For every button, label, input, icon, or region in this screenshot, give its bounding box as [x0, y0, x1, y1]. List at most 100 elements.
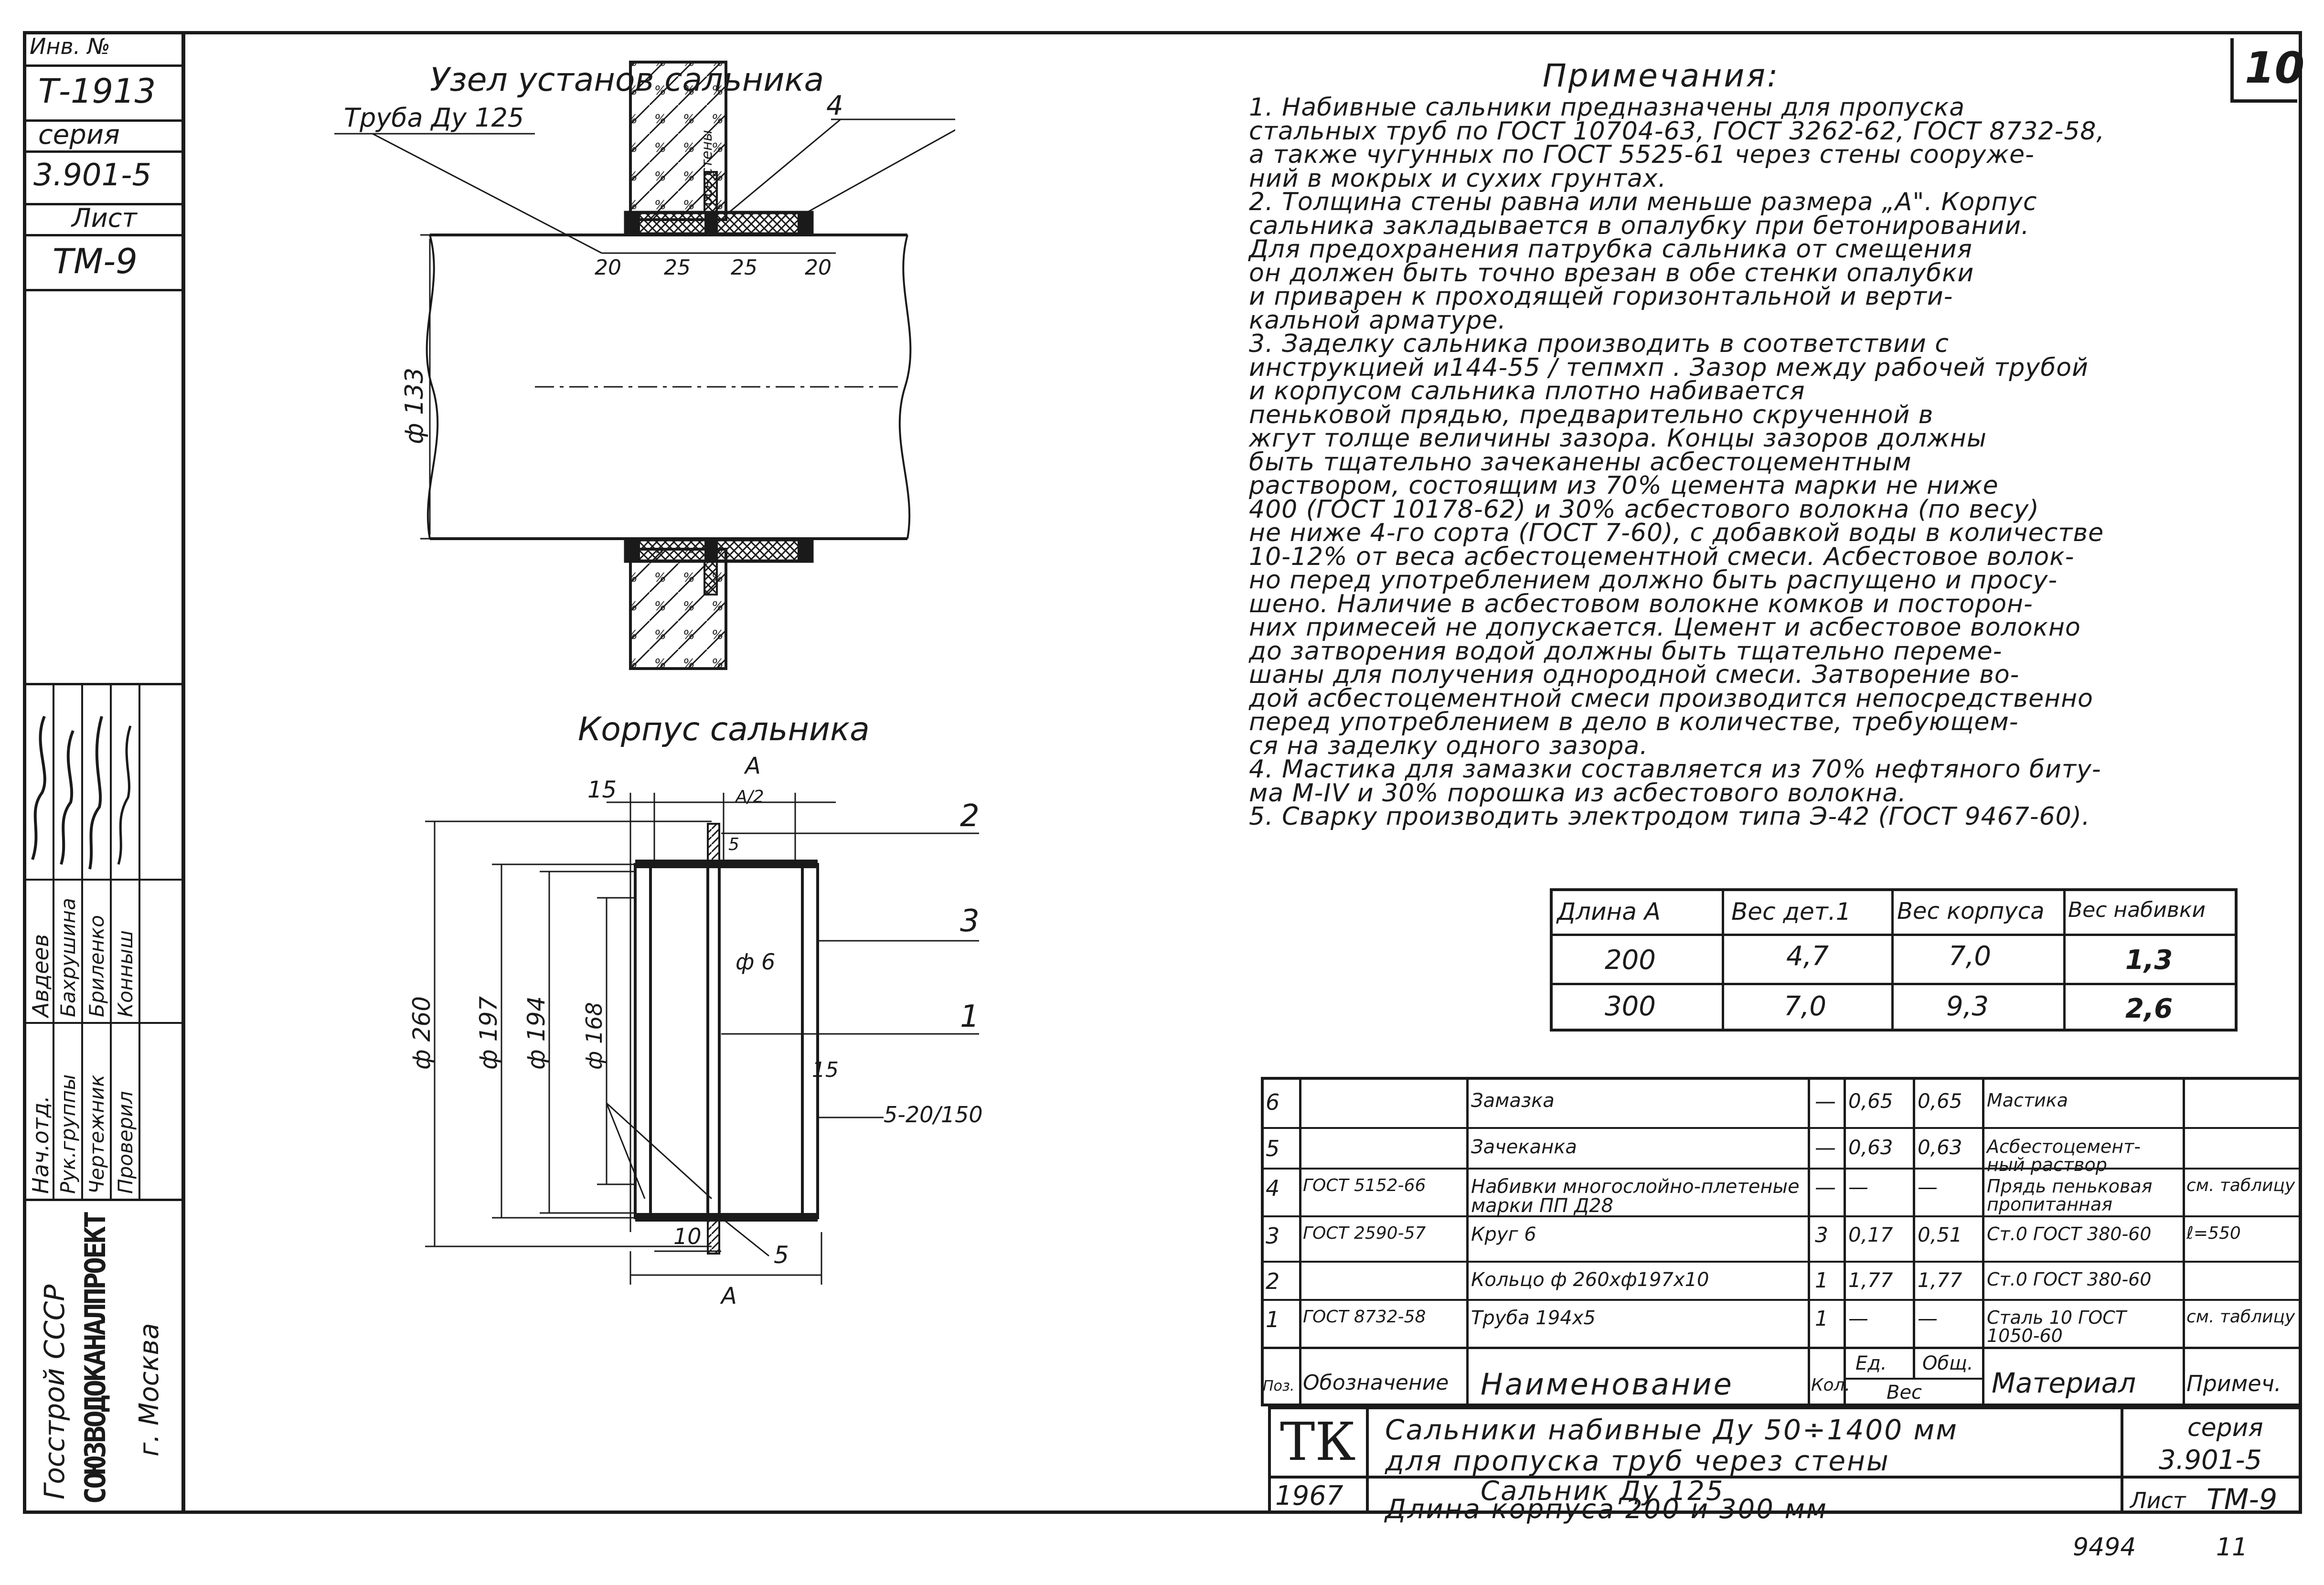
wt-r0-c0: 200: [1605, 945, 1656, 976]
role-1: Рук.группы: [56, 1074, 80, 1194]
note-line: раствором, состоящим из 70% цемента марк…: [1249, 471, 1999, 500]
note-line: а также чугунных по ГОСТ 5525-61 через с…: [1249, 140, 2035, 169]
note-line: пеньковой прядью, предварительно скручен…: [1249, 400, 1934, 429]
wt-r0-c3: 1,3: [2125, 945, 2173, 976]
year: 1967: [1275, 1480, 1343, 1511]
assembly-title: Узел установ сальника: [430, 61, 824, 99]
callout-3: 3: [960, 904, 980, 939]
spec-cell: 0,63: [1848, 1136, 1893, 1159]
pipe-diameter: ф 133: [400, 368, 429, 444]
spec-h-name: Наименование: [1481, 1367, 1734, 1402]
dia-197: ф 197: [475, 996, 502, 1070]
assembly-drawing: % Узел установ сальника Труба Ду 125 4 6…: [334, 61, 955, 670]
note-line: ний в мокрых и сухих грунтах.: [1249, 164, 1667, 193]
spec-cell: Труба 194х5: [1471, 1307, 1596, 1329]
spec-cell: 0,17: [1848, 1223, 1893, 1246]
note-line: стальных труб по ГОСТ 10704-63, ГОСТ 326…: [1249, 117, 2105, 146]
gland-top: [624, 211, 814, 236]
dim-10-bottom: 10: [673, 1223, 702, 1249]
spec-cell: Ст.0 ГОСТ 380-60: [1987, 1269, 2152, 1290]
note-line: инструкцией и144-55 / тепмхп . Зазор меж…: [1249, 353, 2089, 382]
spacing-15: 15: [812, 1058, 839, 1082]
signatures: [31, 715, 132, 870]
name-0: Авдеев: [28, 934, 53, 1017]
wt-r0-c2: 7,0: [1949, 941, 1992, 972]
spec-cell: —: [1815, 1089, 1836, 1114]
subtitle-line1: Сальник Ду 125: [1481, 1476, 1725, 1507]
wall-axis-label: ось стены: [699, 130, 715, 205]
dia-194: ф 194: [522, 996, 550, 1070]
spec-cell: ГОСТ 5152-66: [1303, 1176, 1426, 1195]
note-line: 1. Набивные сальники предназначены для п…: [1249, 93, 1965, 122]
note-line: сальника закладывается в опалубку при бе…: [1249, 211, 2030, 240]
note-line: 4. Мастика для замазки составляется из 7…: [1249, 755, 2101, 784]
note-line: 5. Сварку производить электродом типа Э-…: [1249, 802, 2090, 831]
spec-h-pos: Поз.: [1263, 1378, 1295, 1394]
spec-cell: —: [1815, 1136, 1836, 1160]
note-line: шено. Наличие в асбестовом волокне комко…: [1249, 589, 2033, 618]
dim-A-top: А: [744, 753, 761, 779]
role-0: Нач.отд.: [28, 1096, 53, 1194]
note-line: ма М-IV и 30% порошка из асбестового вол…: [1249, 778, 1907, 808]
spec-cell: Зачеканка: [1471, 1136, 1577, 1158]
spec-cell: —: [1918, 1175, 1938, 1199]
spec-h-unit: Ед.: [1855, 1352, 1887, 1374]
spec-cell: ГОСТ 8732-58: [1303, 1307, 1426, 1327]
spec-cell: 4: [1266, 1175, 1280, 1201]
note-line: дой асбестоцементной смеси производится …: [1249, 684, 2093, 713]
footer-page: 11: [2216, 1533, 2248, 1562]
spec-cell: Набивки многослойно-плетеные марки ПП Д2…: [1471, 1176, 1800, 1217]
note-line: них примесей не допускается. Цемент и ас…: [1249, 613, 2081, 642]
tk-logo: ТК: [1280, 1411, 1356, 1472]
spec-cell: 2: [1266, 1268, 1280, 1294]
spec-cell: 1: [1815, 1307, 1828, 1331]
wt-header-3: Вес набивки: [2068, 898, 2206, 922]
rod-dia: ф 6: [736, 949, 775, 975]
spec-h-code: Обозначение: [1303, 1371, 1449, 1395]
spec-cell: —: [1815, 1175, 1836, 1200]
series-value-tb: 3.901-5: [2159, 1445, 2262, 1476]
spec-cell: 3: [1266, 1223, 1280, 1249]
spec-cell: 1,77: [1918, 1268, 1962, 1292]
notes-heading: Примечания:: [1543, 57, 1780, 94]
dim-25-a: 25: [664, 255, 691, 280]
sheet-badge-number: 10: [2245, 43, 2305, 93]
wt-header-2: Вес корпуса: [1897, 898, 2045, 925]
sheet-value-tb: ТМ-9: [2207, 1483, 2278, 1516]
note-line: но перед употреблением должно быть распу…: [1249, 566, 2058, 595]
pipe-label: Труба Ду 125: [344, 103, 524, 133]
spec-h-qty: Кол.: [1811, 1375, 1851, 1395]
wt-r1-c3: 2,6: [2125, 993, 2173, 1024]
sheet-value: ТМ-9: [53, 241, 138, 281]
note-line: ся на заделку одного зазора.: [1249, 731, 1648, 760]
spec-h-material: Материал: [1992, 1367, 2136, 1399]
series-label: серия: [38, 119, 120, 150]
spec-cell: 0,65: [1918, 1089, 1962, 1113]
dim-A2-top: А/2: [735, 787, 764, 807]
spec-cell: 1: [1815, 1268, 1828, 1293]
dim-20-right: 20: [805, 255, 832, 280]
sheet-badge: [2230, 38, 2297, 103]
footer-code: 9494: [2073, 1533, 2136, 1562]
dim-25-b: 25: [731, 255, 757, 280]
callout-4: 4: [826, 90, 843, 121]
inv-value: Т-1913: [38, 72, 156, 111]
inv-label: Инв. №: [30, 33, 110, 59]
spec-cell: 1,77: [1848, 1268, 1893, 1292]
dia-168: ф 168: [581, 1002, 607, 1070]
body-drawing: Корпус сальника 15 А А/2 5 2 3 1 ф 260 ф…: [408, 711, 983, 1309]
spec-cell: Кольцо ф 260хф197х10: [1471, 1269, 1709, 1291]
spec-cell: —: [1848, 1307, 1868, 1330]
title-line1: Сальники набивные Ду 50÷1400 мм: [1385, 1414, 1959, 1446]
name-1: Бахрушина: [56, 898, 80, 1017]
sheet-label-tb: Лист: [2130, 1488, 2186, 1513]
spec-cell: Круг 6: [1471, 1223, 1536, 1245]
note-line: жгут толще величины зазора. Концы зазоро…: [1249, 424, 1987, 453]
note-line: Для предохранения патрубка сальника от с…: [1249, 235, 1972, 264]
gland-bottom: [624, 538, 814, 563]
spec-cell: 3: [1815, 1223, 1828, 1247]
wt-r1-c2: 9,3: [1946, 991, 1989, 1022]
body-title: Корпус сальника: [578, 711, 870, 748]
spec-cell: 0,51: [1918, 1223, 1962, 1246]
sheet-label: Лист: [72, 203, 137, 233]
